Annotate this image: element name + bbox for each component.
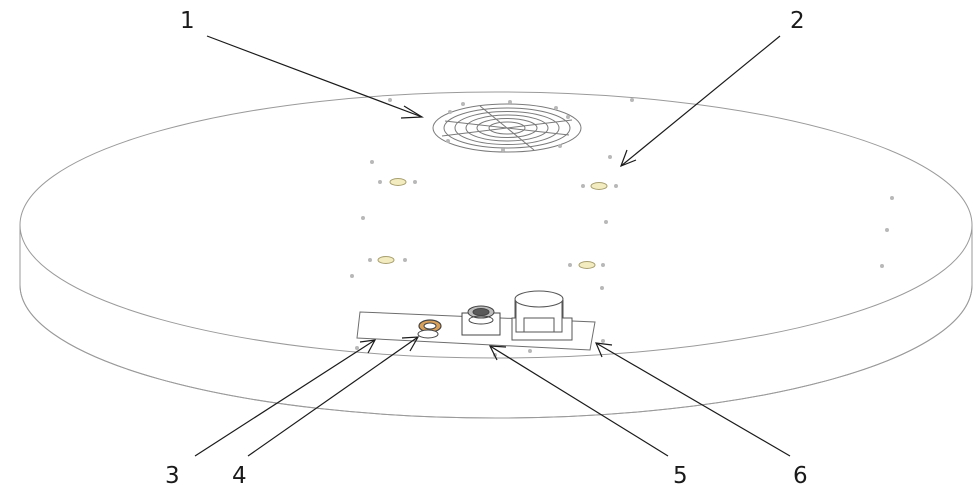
leader-line-1 bbox=[206, 35, 423, 118]
leader-line-2 bbox=[620, 35, 781, 167]
leader-lines bbox=[194, 35, 791, 457]
plug-icon bbox=[511, 290, 573, 341]
callout-6: 6 bbox=[793, 463, 808, 489]
contact-pad bbox=[590, 182, 608, 190]
leader-line-4 bbox=[247, 336, 419, 457]
callout-4: 4 bbox=[232, 463, 247, 489]
arrowhead-3 bbox=[359, 339, 377, 354]
arrowhead-5 bbox=[488, 345, 507, 361]
contact-pads bbox=[377, 178, 608, 269]
disc-bottom-edge bbox=[19, 284, 973, 419]
arrowhead-6 bbox=[595, 342, 613, 358]
leader-line-5 bbox=[489, 345, 669, 457]
power-connector-icon bbox=[461, 305, 501, 336]
leader-line-3 bbox=[194, 339, 376, 457]
contact-pad bbox=[578, 261, 596, 269]
callout-5: 5 bbox=[673, 463, 688, 489]
arrowhead-1 bbox=[400, 105, 424, 119]
switch-icon bbox=[417, 319, 442, 339]
contact-pad bbox=[389, 178, 407, 186]
callout-3: 3 bbox=[165, 463, 180, 489]
arrowhead-4 bbox=[401, 336, 420, 352]
fan-grille-icon bbox=[432, 103, 582, 153]
arrowhead-2 bbox=[619, 149, 637, 168]
contact-pad bbox=[377, 256, 395, 264]
callout-2: 2 bbox=[790, 8, 805, 34]
callout-1: 1 bbox=[180, 8, 195, 34]
leader-line-6 bbox=[595, 342, 791, 457]
